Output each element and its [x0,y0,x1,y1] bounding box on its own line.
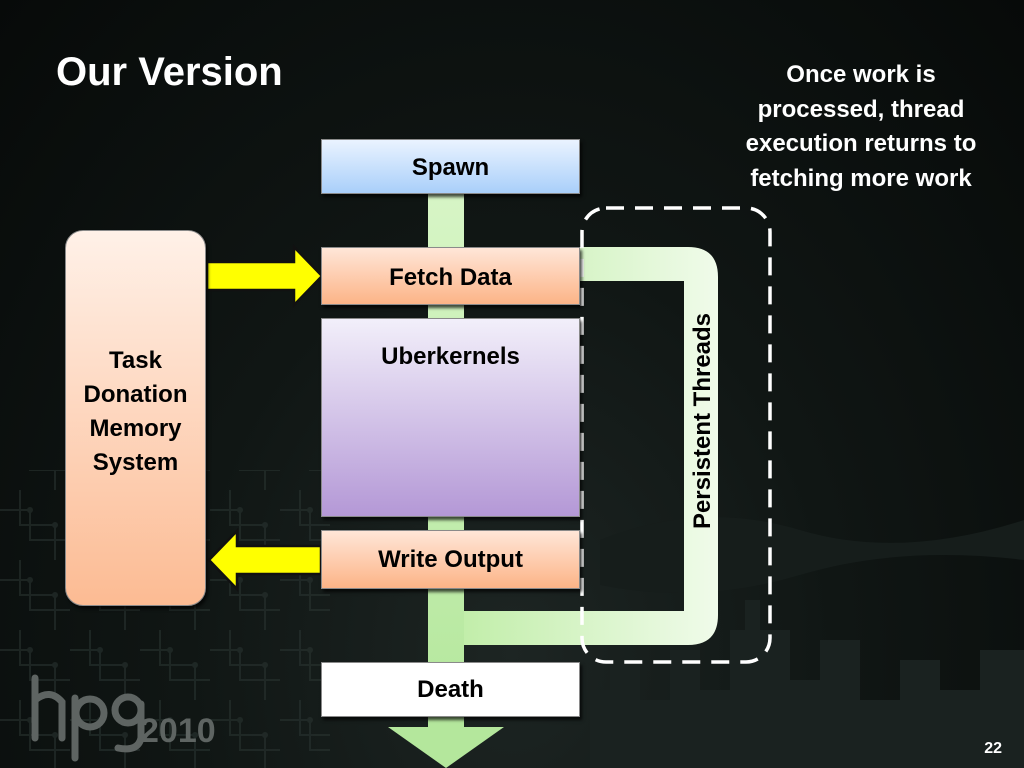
uberkernels-label: Uberkernels [381,343,520,370]
spawn-box: Spawn [321,139,580,194]
write-output-box: Write Output [321,530,580,589]
task-donation-memory-system-box: Task Donation Memory System [65,230,206,606]
svg-text:2010: 2010 [140,712,216,750]
arrow-to-fetch-data [205,243,324,309]
death-label: Death [417,676,484,703]
persistent-threads-loop [464,247,718,645]
task-donation-label: Task Donation Memory System [83,347,188,476]
hpg-2010-logo: 2010 [31,674,216,762]
persistent-threads-label: Persistent Threads [689,312,716,530]
persistent-threads-bracket [580,206,772,664]
slide-title: Our Version [56,50,283,94]
fetch-data-label: Fetch Data [389,264,512,291]
death-box: Death [321,662,580,717]
write-output-label: Write Output [378,546,523,573]
page-number: 22 [984,740,1002,757]
fetch-data-box: Fetch Data [321,247,580,305]
spawn-label: Spawn [411,154,490,181]
arrow-to-task-donation [207,527,323,593]
explanation-note: Once work is processed, thread execution… [745,61,977,192]
uberkernels-box: Uberkernels [321,318,580,517]
